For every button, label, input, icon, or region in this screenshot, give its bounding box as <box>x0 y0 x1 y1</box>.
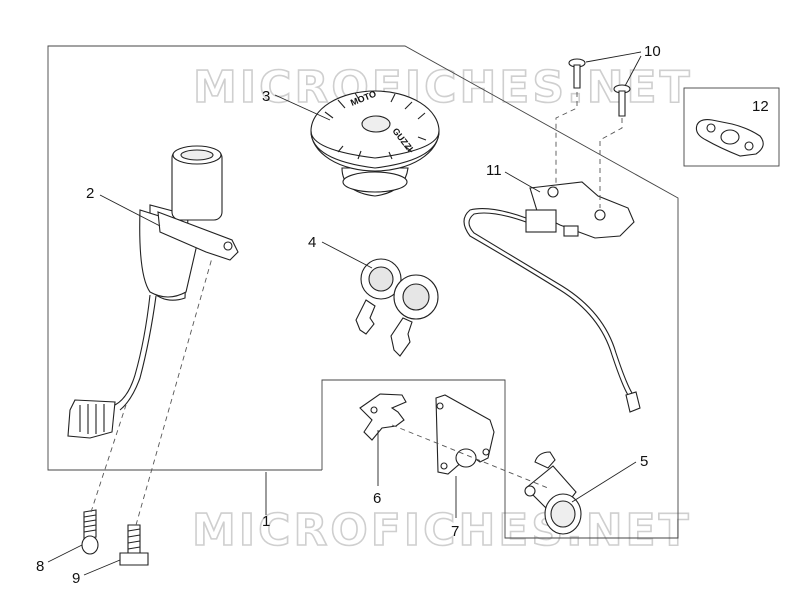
leader-4 <box>321 241 373 269</box>
dash-line-8 <box>90 404 127 513</box>
part-6-clip <box>359 393 407 441</box>
callout-10: 10 <box>644 43 661 60</box>
leader-10b <box>624 55 642 87</box>
callout-5: 5 <box>640 453 648 470</box>
callout-3: 3 <box>262 88 270 105</box>
leader-11 <box>504 171 541 193</box>
callout-1: 1 <box>262 513 270 530</box>
callout-2: 2 <box>86 185 94 202</box>
callout-6: 6 <box>373 490 381 507</box>
watermark-top: MICROFICHES.NET <box>193 62 693 113</box>
part-4-keys <box>355 258 439 357</box>
dash-line-9 <box>135 257 213 526</box>
part-8-screw <box>81 509 99 555</box>
dash-line-5 <box>391 424 549 489</box>
part-2-ignition-switch <box>67 145 239 439</box>
dash-line-10a <box>555 92 578 188</box>
part-12-gasket <box>695 119 764 157</box>
leader-9a <box>83 559 121 576</box>
leader-5 <box>571 461 637 503</box>
part-12-frame <box>683 87 780 167</box>
leader-8 <box>47 544 83 563</box>
part-3-fuel-cap: MOTO GUZZI <box>310 89 440 197</box>
callout-11: 11 <box>486 162 502 179</box>
callout-4: 4 <box>308 234 316 251</box>
watermark-bottom: MICROFICHES.NET <box>192 505 692 556</box>
part-9-bolt <box>119 524 149 566</box>
leader-2 <box>99 194 161 227</box>
callout-7: 7 <box>451 523 459 540</box>
part-7-bracket <box>435 394 495 475</box>
callout-12: 12 <box>752 98 769 115</box>
leader-3 <box>274 94 331 121</box>
part-11-sensor <box>463 181 641 413</box>
part-10-screws <box>568 58 631 117</box>
dash-line-10b <box>599 118 623 208</box>
leader-10a <box>585 51 642 63</box>
callout-8: 8 <box>36 558 44 575</box>
callout-9: 9 <box>72 570 80 587</box>
part-5-lock-cylinder <box>524 451 582 535</box>
assembly-frame <box>47 45 679 539</box>
